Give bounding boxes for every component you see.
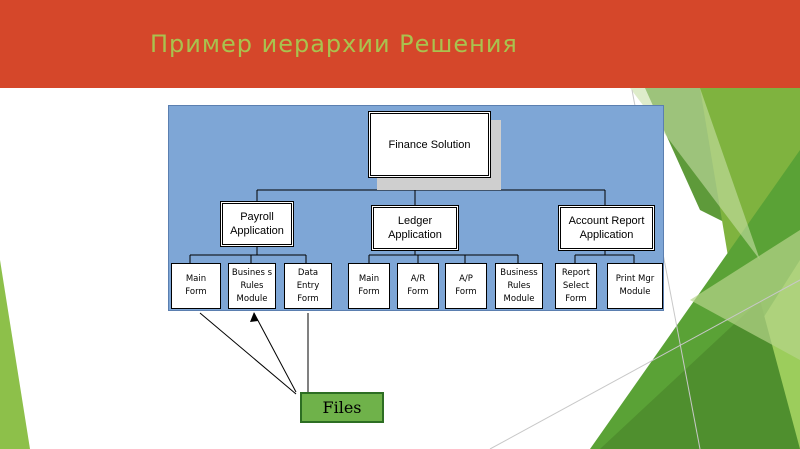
module-node: Main Form [348, 263, 390, 309]
module-label-ledger-ar-form: A/R Form [407, 274, 429, 297]
module-node: Print Mgr Module [607, 263, 663, 309]
module-node: Busines s Rules Module [228, 263, 276, 309]
module-node: Data Entry Form [284, 263, 332, 309]
app-node-ledger: Ledger Application [371, 205, 459, 251]
module-node: A/R Form [397, 263, 439, 309]
app-node-account-report: Account Report Application [558, 205, 655, 251]
app-label-payroll: Payroll Application [230, 211, 284, 237]
root-node: Finance Solution [368, 111, 491, 178]
module-label-payroll-business-rules: Busines s Rules Module [231, 267, 273, 304]
module-label-payroll-main-form: Main Form [185, 274, 207, 297]
module-node: Business Rules Module [495, 263, 543, 309]
module-label-ledger-business-rules: Business Rules Module [500, 267, 538, 304]
app-label-ledger: Ledger Application [388, 215, 442, 241]
files-label-box: Files [300, 392, 384, 423]
module-node: A/P Form [445, 263, 487, 309]
root-label: Finance Solution [388, 138, 471, 151]
module-label-report-select-form: Report Select Form [561, 267, 591, 304]
module-node: Main Form [171, 263, 221, 309]
module-label-ledger-main-form: Main Form [358, 274, 380, 297]
app-node-payroll: Payroll Application [220, 201, 294, 247]
app-label-account-report: Account Report Application [568, 215, 645, 241]
slide-title: Пример иерархии Решения [150, 30, 518, 58]
files-label: Files [322, 398, 362, 417]
header-bar [0, 0, 800, 88]
module-node: Report Select Form [555, 263, 597, 309]
module-label-print-mgr-module: Print Mgr Module [615, 274, 655, 297]
module-label-payroll-data-entry: Data Entry Form [296, 267, 320, 304]
module-label-ledger-ap-form: A/P Form [455, 274, 477, 297]
